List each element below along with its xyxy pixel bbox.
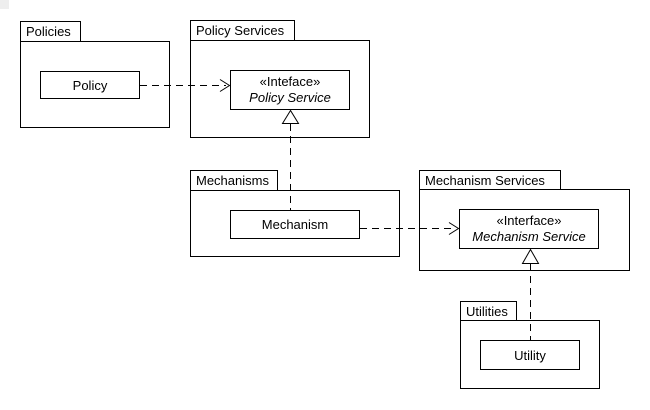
interface-box-mechanism-service: «Interface» Mechanism Service (459, 209, 599, 249)
package-tab-mechanisms: Mechanisms (190, 170, 278, 190)
class-box-mechanism: Mechanism (230, 210, 360, 239)
package-label-policies: Policies (26, 24, 71, 39)
package-tab-mechanism-services: Mechanism Services (419, 170, 561, 189)
class-label-mechanism: Mechanism (261, 217, 329, 232)
interface-box-policy-service: «Inteface» Policy Service (230, 70, 350, 110)
interface-stereotype-policy-service: «Inteface» (259, 74, 321, 89)
package-tab-policy-services: Policy Services (190, 20, 295, 40)
scan-artifact (0, 0, 9, 9)
interface-label-mechanism-service: Mechanism Service (472, 229, 586, 244)
interface-stereotype-mechanism-service: «Interface» (496, 213, 562, 228)
package-label-policy-services: Policy Services (196, 23, 285, 38)
package-label-utilities: Utilities (466, 303, 508, 319)
class-label-policy: Policy (72, 77, 108, 93)
package-tab-utilities: Utilities (460, 301, 517, 320)
package-label-mechanisms: Mechanisms (196, 173, 269, 188)
interface-label-policy-service: Policy Service (249, 90, 331, 105)
package-tab-policies: Policies (20, 21, 81, 41)
class-box-utility: Utility (480, 340, 580, 370)
class-label-utility: Utility (514, 347, 546, 363)
package-label-mechanism-services: Mechanism Services (425, 172, 545, 188)
class-box-policy: Policy (40, 71, 140, 99)
